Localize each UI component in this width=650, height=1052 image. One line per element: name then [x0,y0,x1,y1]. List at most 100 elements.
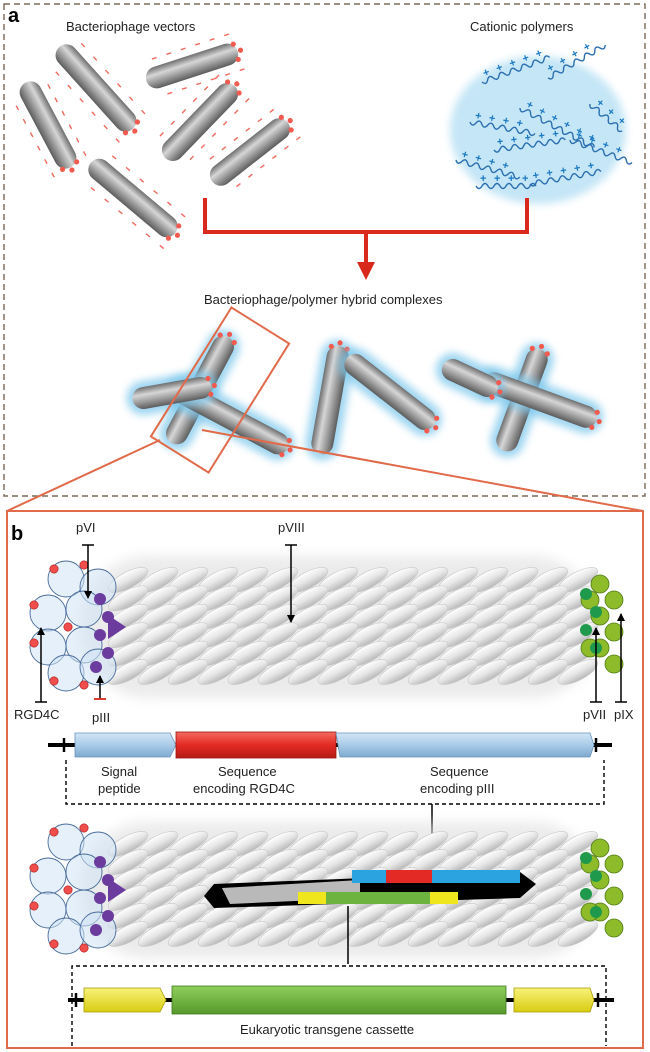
phage-rod [88,155,186,250]
piii-seq-label-2: encoding pIII [420,781,494,796]
merge-arrow [203,198,529,280]
genome-rgd-red [386,870,432,883]
right-capsid-tip-bottom [580,838,624,938]
svg-text:+: + [460,148,469,161]
cassette-transgene [171,985,507,1015]
svg-text:+: + [474,152,483,165]
right-capsid-tip [580,574,624,674]
transgene-cassette [68,985,614,1015]
svg-text:+: + [474,110,482,123]
phage-rod [209,108,301,188]
construct-bracket [65,760,605,805]
svg-text:+: + [508,173,514,185]
svg-text:+: + [573,125,584,139]
cationic-polymers-label: Cationic polymers [470,19,574,34]
phage-rod [15,81,87,178]
svg-text:+: + [573,162,581,175]
free-phage-group [15,33,301,250]
piii-seq-label-1: Sequence [430,764,489,779]
svg-text:+: + [538,130,546,143]
svg-text:+: + [552,128,560,141]
signal-peptide-segment [74,732,177,758]
svg-text:+: + [534,47,544,60]
pviii-label: pVIII [278,520,305,535]
hybrid-complex-group [126,329,604,461]
svg-text:+: + [480,173,486,185]
svg-text:+: + [487,156,496,169]
phage-rod [126,370,218,416]
svg-text:+: + [515,117,523,130]
cassette-promoter-left [83,987,167,1013]
genome-promoter-yellow-left [298,892,326,904]
svg-text:+: + [587,134,597,147]
cassette-polya-right [513,987,595,1013]
phage-rod [159,74,250,162]
svg-text:+: + [614,144,624,157]
zoom-line-right [201,429,644,512]
packaged-genome [204,870,536,908]
phage-rod [338,347,442,437]
cassette-label: Eukaryotic transgene cassette [240,1022,414,1037]
cassette-bracket-top [71,965,607,1046]
svg-text:+: + [586,131,597,145]
svg-text:+: + [600,139,610,152]
svg-text:+: + [557,55,569,69]
pvii-label: pVII [583,707,606,722]
rgd4c-segment [175,731,337,759]
piii-label: pIII [92,710,110,725]
svg-text:+: + [502,115,510,128]
hybrid-complexes-label: Bacteriophage/polymer hybrid complexes [204,292,443,307]
svg-text:+: + [569,48,581,62]
pix-label: pIX [614,707,634,722]
svg-text:+: + [494,173,500,185]
svg-text:+: + [536,105,547,119]
svg-text:+: + [524,132,532,145]
svg-text:+: + [574,129,584,142]
signal-label-1: Signal [101,764,137,779]
phage-rod [55,42,146,143]
phage-detail-top [29,556,624,698]
svg-text:+: + [510,134,518,147]
cationic-polymer-group: ++++++++++++++++++++++++++++++++++++++++… [450,41,633,204]
phage-vectors-label: Bacteriophage vectors [66,19,196,34]
gene-construct [48,731,612,759]
genome-promoter-yellow-right [430,892,458,904]
left-capsid-tip-bottom [29,823,126,955]
svg-text:+: + [545,62,557,76]
phage-detail-bottom [29,822,624,958]
pviii-coat-scales-bottom [107,831,599,947]
svg-text:+: + [488,112,496,125]
genome-transgene-green [298,892,458,904]
signal-label-2: peptide [98,781,141,796]
zoom-highlight-box [149,306,291,474]
phage-rod [476,366,604,434]
svg-text:+: + [508,57,518,70]
panel-b-letter: b [11,523,23,545]
pviii-coat-scales [107,567,599,685]
svg-text:+: + [494,61,504,74]
svg-text:+: + [587,160,595,173]
svg-text:+: + [522,173,528,185]
svg-text:+: + [532,169,540,182]
piii-segment [335,732,595,758]
svg-text:+: + [545,167,553,180]
phage-rod [435,352,505,404]
svg-text:+: + [549,112,560,126]
left-capsid-tip [29,560,126,692]
panel-a-frame [3,3,646,497]
svg-text:+: + [521,52,531,65]
rgd-seq-label-1: Sequence [218,764,277,779]
svg-text:+: + [581,41,593,55]
zoom-line-left [6,439,161,512]
svg-text:+: + [524,98,535,112]
svg-text:+: + [501,159,510,172]
svg-text:+: + [559,165,567,178]
svg-text:+: + [496,136,504,149]
genome-piii-blue [352,870,520,883]
rgd4c-label: RGD4C [14,707,60,722]
pvi-label: pVI [76,520,96,535]
panel-a-letter: a [8,5,20,27]
svg-text:+: + [481,66,491,79]
svg-text:+: + [561,118,572,132]
